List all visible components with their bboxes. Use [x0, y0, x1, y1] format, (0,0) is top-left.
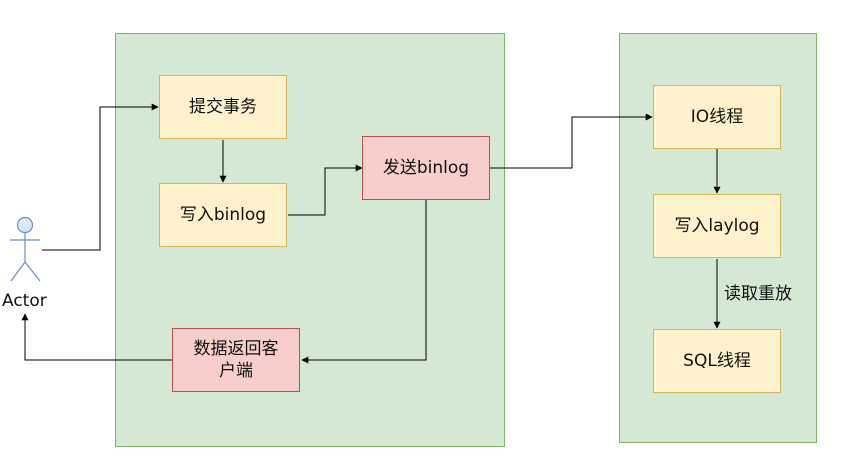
node-send-binlog-label: 发送binlog — [382, 158, 470, 178]
edge-send-to-return — [301, 200, 427, 364]
node-sql-thread[interactable]: SQL线程 — [653, 329, 781, 393]
edge-label-read-replay: 读取重放 — [724, 284, 792, 304]
edge-write-to-send — [288, 164, 363, 216]
node-return-to-client-label: 数据返回客 户端 — [193, 339, 279, 381]
node-submit-transaction-label: 提交事务 — [189, 97, 257, 117]
node-io-thread[interactable]: IO线程 — [653, 85, 781, 149]
actor-label: Actor — [2, 291, 47, 311]
node-write-binlog-label: 写入binlog — [179, 205, 267, 225]
node-submit-transaction[interactable]: 提交事务 — [159, 75, 287, 139]
edge-send-to-io — [490, 113, 653, 169]
node-send-binlog[interactable]: 发送binlog — [362, 136, 490, 200]
node-write-relaylog[interactable]: 写入laylog — [653, 194, 781, 258]
actor-icon — [10, 216, 41, 282]
node-sql-thread-label: SQL线程 — [683, 351, 751, 371]
edge-return-to-actor — [21, 313, 172, 361]
node-io-thread-label: IO线程 — [690, 107, 744, 127]
node-return-to-client[interactable]: 数据返回客 户端 — [172, 328, 300, 392]
node-write-binlog[interactable]: 写入binlog — [159, 183, 287, 247]
edge-actor-to-submit — [42, 103, 159, 251]
node-write-relaylog-label: 写入laylog — [674, 216, 760, 236]
